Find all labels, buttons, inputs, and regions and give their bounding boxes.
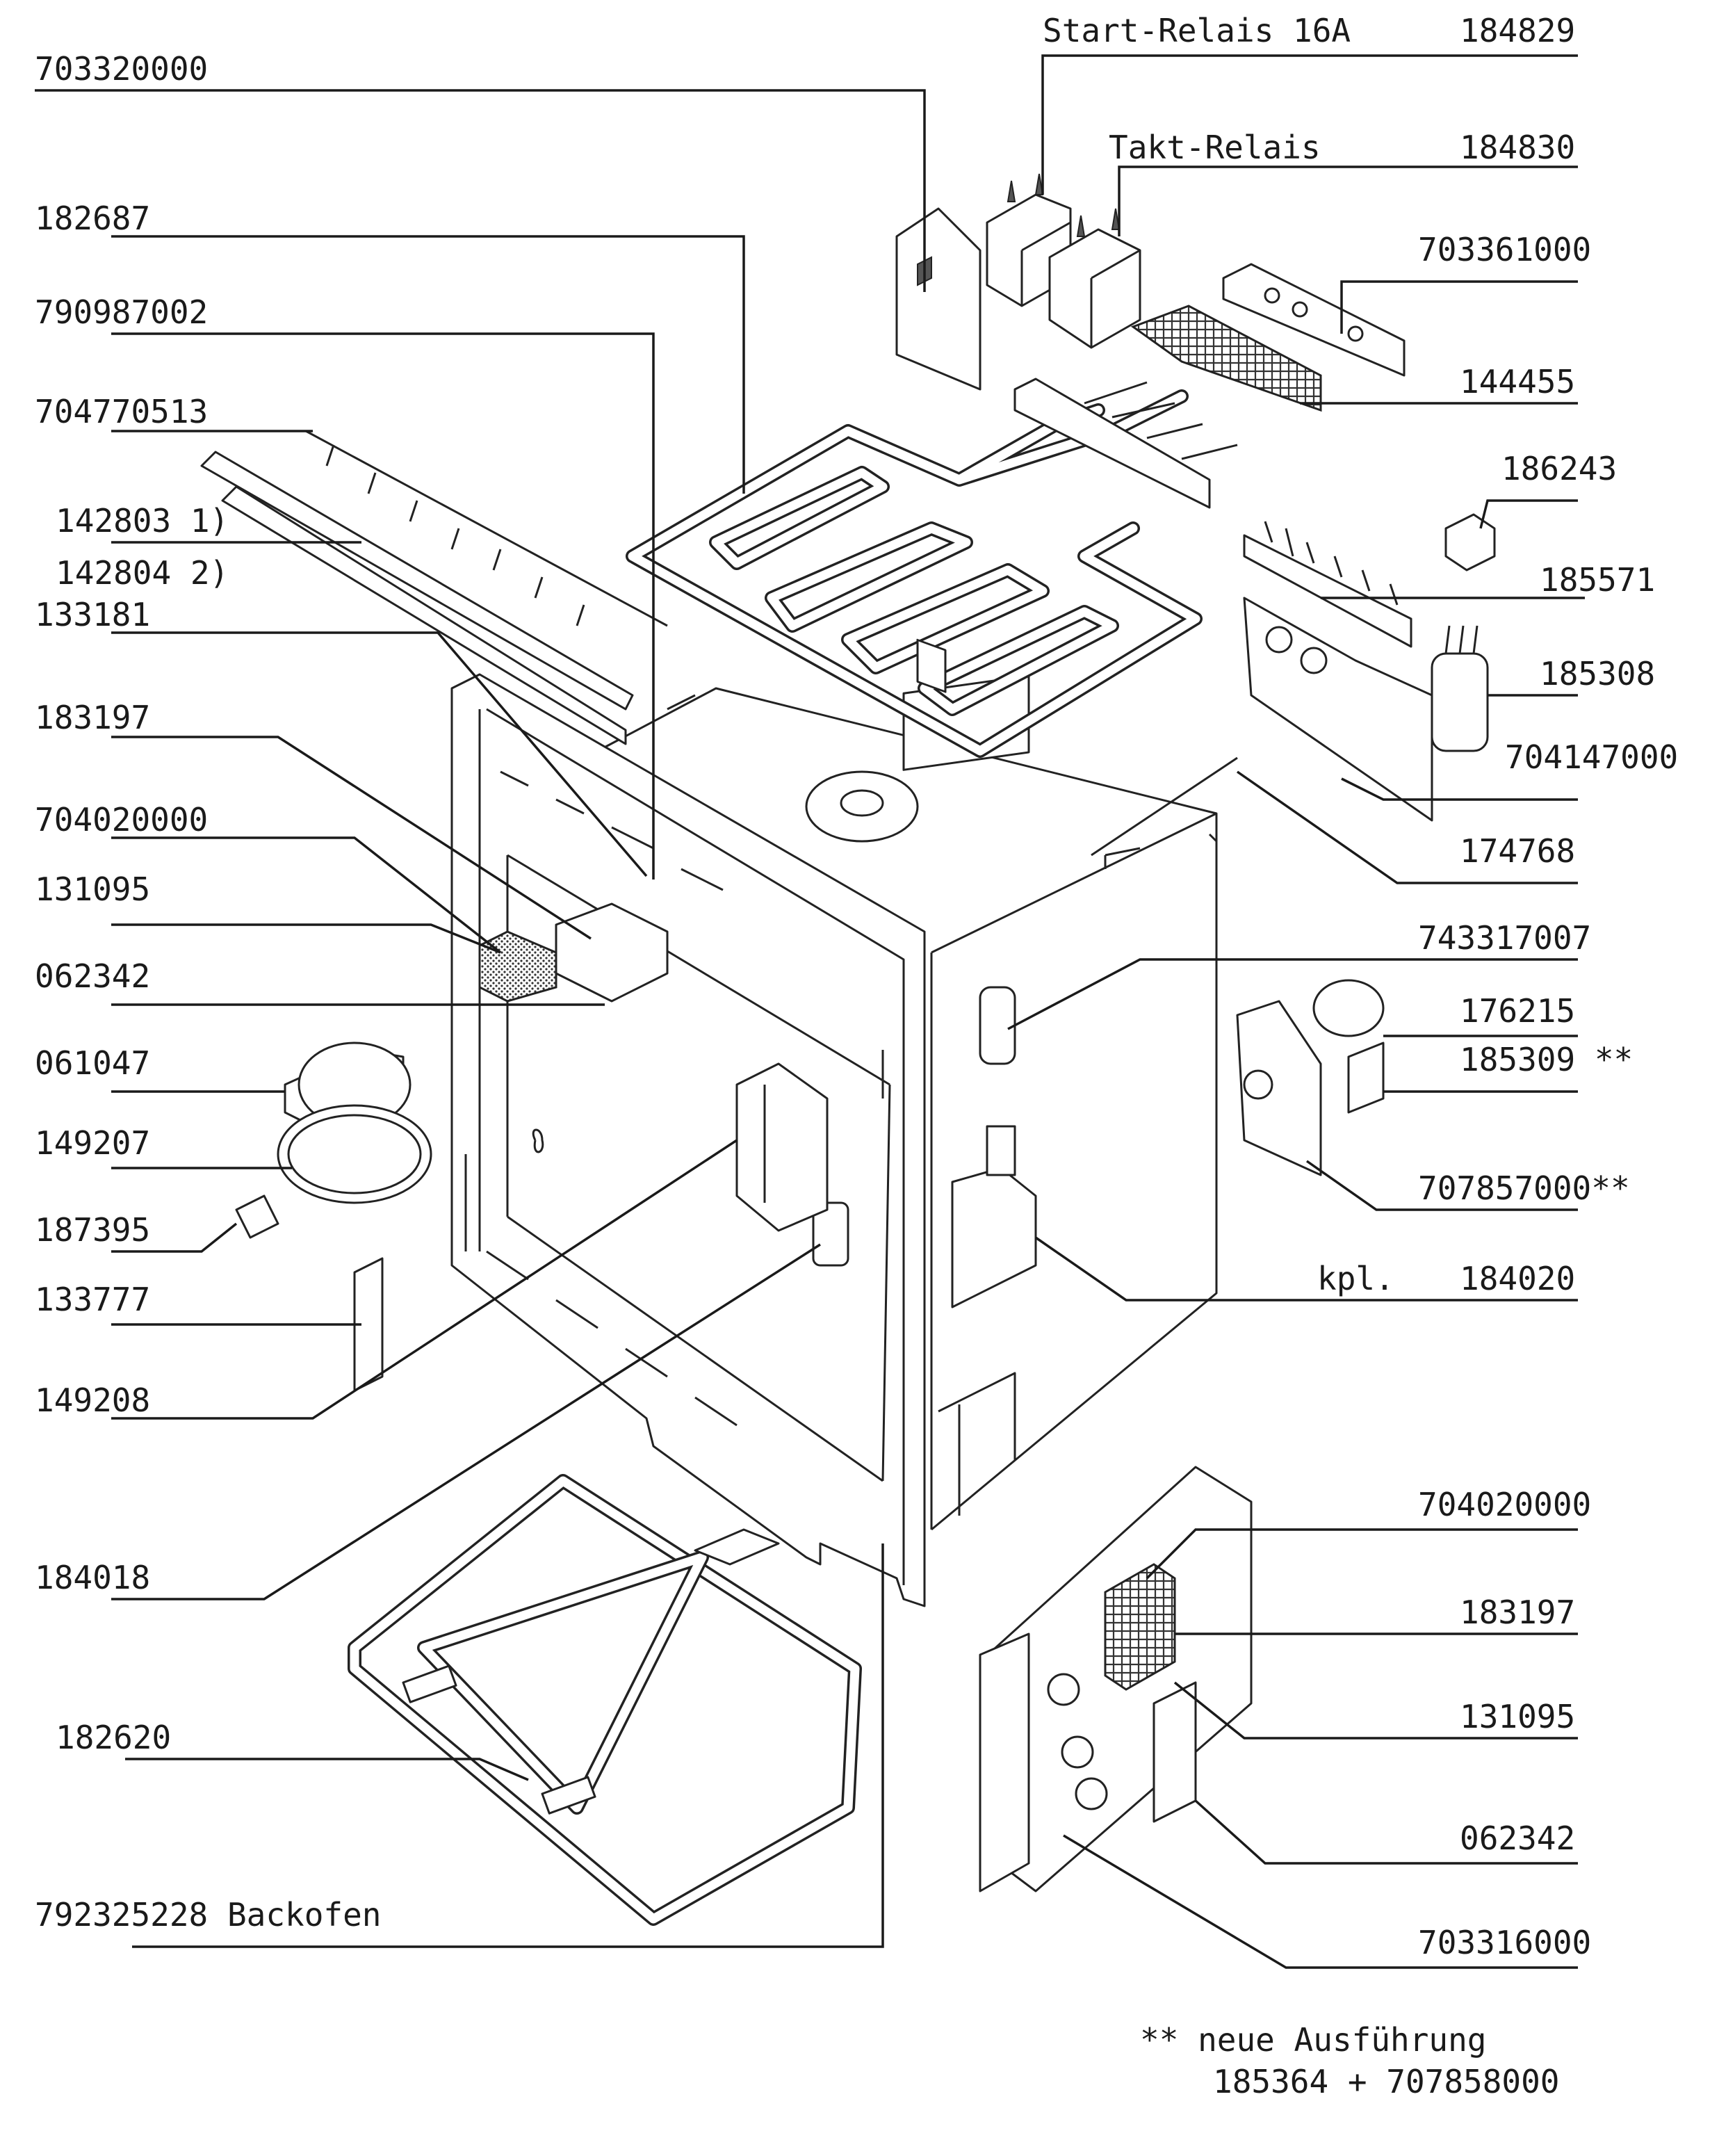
label-133777: 133777 — [35, 1281, 150, 1318]
fan-wheel — [805, 770, 919, 843]
leader-131095-right — [1173, 1681, 1578, 1740]
label-133181: 133181 — [35, 596, 150, 633]
leader-707857000 — [1305, 1160, 1578, 1211]
label-743317007: 743317007 — [1418, 919, 1591, 957]
label-184018: 184018 — [35, 1559, 150, 1596]
label-142803: 142803 1) — [56, 502, 229, 540]
right-switch-panel — [979, 1466, 1253, 1892]
leader-183197 — [111, 736, 592, 940]
leader-184020 — [1035, 1236, 1578, 1302]
label-704147000: 704147000 — [1505, 738, 1678, 776]
label-704020000: 704020000 — [35, 801, 208, 838]
temperature-limiter — [1312, 979, 1385, 1037]
leader-703316000 — [1063, 1834, 1578, 1969]
label-144455: 144455 — [1460, 363, 1575, 400]
label-062342: 062342 — [35, 957, 150, 995]
side-bracket-704147000 — [1243, 597, 1433, 822]
label-187395: 187395 — [35, 1211, 150, 1249]
leader-133181 — [111, 631, 648, 877]
leader-184830 — [1118, 165, 1578, 236]
door-switch-assembly — [951, 1125, 1037, 1308]
label-131095: 131095 — [35, 870, 150, 908]
bracket-707857000 — [1236, 1000, 1322, 1176]
label-704770513: 704770513 — [35, 393, 208, 430]
left-switch-block — [478, 902, 669, 1003]
leader-186243 — [1479, 499, 1578, 529]
top-heating-element — [626, 378, 1238, 758]
fan-shaft — [1091, 756, 1238, 857]
label-142804: 142804 2) — [56, 554, 229, 592]
oven-front-frame — [450, 673, 926, 1607]
bottom-heating-element — [348, 1474, 862, 1926]
label-176215: 176215 — [1460, 992, 1575, 1030]
label-184829: 184829 — [1460, 12, 1575, 49]
label-184830: 184830 — [1460, 129, 1575, 166]
footnote-line2: 185364 + 707858000 — [1213, 2063, 1560, 2100]
leader-790987002 — [111, 332, 655, 880]
label-131095-right: 131095 — [1460, 1698, 1575, 1735]
timer-relay — [1048, 208, 1141, 349]
leader-182620 — [125, 1758, 529, 1781]
label-182620: 182620 — [56, 1719, 171, 1756]
leader-187395 — [111, 1222, 238, 1253]
front-trim-strip — [200, 430, 668, 745]
leader-704020000-right — [1146, 1528, 1578, 1580]
leader-184829 — [1041, 54, 1578, 195]
leader-174768 — [1237, 770, 1578, 884]
hinge-149208 — [735, 1062, 829, 1232]
label-707857000: 707857000** — [1418, 1169, 1630, 1207]
label-185308: 185308 — [1540, 655, 1655, 692]
label-kpl: kpl. — [1317, 1260, 1394, 1297]
label-149207: 149207 — [35, 1124, 150, 1162]
label-takt-relais: Takt-Relais — [1109, 129, 1321, 166]
oven-lamp — [812, 1201, 849, 1267]
leader-704147000 — [1341, 777, 1578, 801]
label-703316000: 703316000 — [1418, 1924, 1591, 1961]
leader-792325228 — [132, 1543, 884, 1948]
label-185309: 185309 ** — [1460, 1041, 1633, 1078]
label-061047: 061047 — [35, 1044, 150, 1082]
thermostat-small — [1444, 513, 1496, 572]
leader-149208 — [111, 1139, 738, 1420]
label-790987002: 790987002 — [35, 293, 208, 331]
leader-703361000 — [1340, 280, 1578, 334]
label-149208: 149208 — [35, 1381, 150, 1419]
hinge-133777 — [353, 1257, 384, 1392]
leader-743317007 — [1007, 958, 1578, 1030]
control-panel-bracket — [1222, 263, 1406, 377]
switch-185309 — [1347, 1041, 1385, 1114]
footnote-line1: ** neue Ausführung — [1140, 2021, 1487, 2059]
label-183197: 183197 — [35, 699, 150, 736]
label-792325228-backofen: 792325228 Backofen — [35, 1896, 382, 1934]
label-183197-right: 183197 — [1460, 1594, 1575, 1631]
lamp-cover-glass — [277, 1104, 432, 1204]
leader-182687 — [111, 235, 745, 494]
label-703320000: 703320000 — [35, 50, 208, 88]
leader-703320000 — [35, 89, 926, 292]
label-062342-right: 062342 — [1460, 1819, 1575, 1857]
label-703361000: 703361000 — [1418, 231, 1591, 268]
leader-184018 — [111, 1243, 821, 1600]
leader-131095 — [111, 923, 501, 954]
label-184020: 184020 — [1460, 1260, 1575, 1297]
label-182687: 182687 — [35, 200, 150, 237]
label-174768: 174768 — [1460, 832, 1575, 870]
fan-grille — [1130, 305, 1322, 412]
terminal-block — [1243, 521, 1412, 648]
leader-704020000 — [111, 836, 502, 954]
capacitor — [1431, 625, 1489, 752]
lamp-bracket-187395 — [235, 1194, 279, 1239]
leader-062342-right — [1194, 1799, 1578, 1865]
label-185571: 185571 — [1540, 561, 1655, 599]
relay-mounting-plate — [895, 207, 981, 693]
label-186243: 186243 — [1501, 450, 1617, 487]
rear-thermal-cover — [979, 986, 1016, 1065]
label-704020000-right: 704020000 — [1418, 1486, 1591, 1523]
label-start-relais: Start-Relais 16A — [1043, 12, 1351, 49]
